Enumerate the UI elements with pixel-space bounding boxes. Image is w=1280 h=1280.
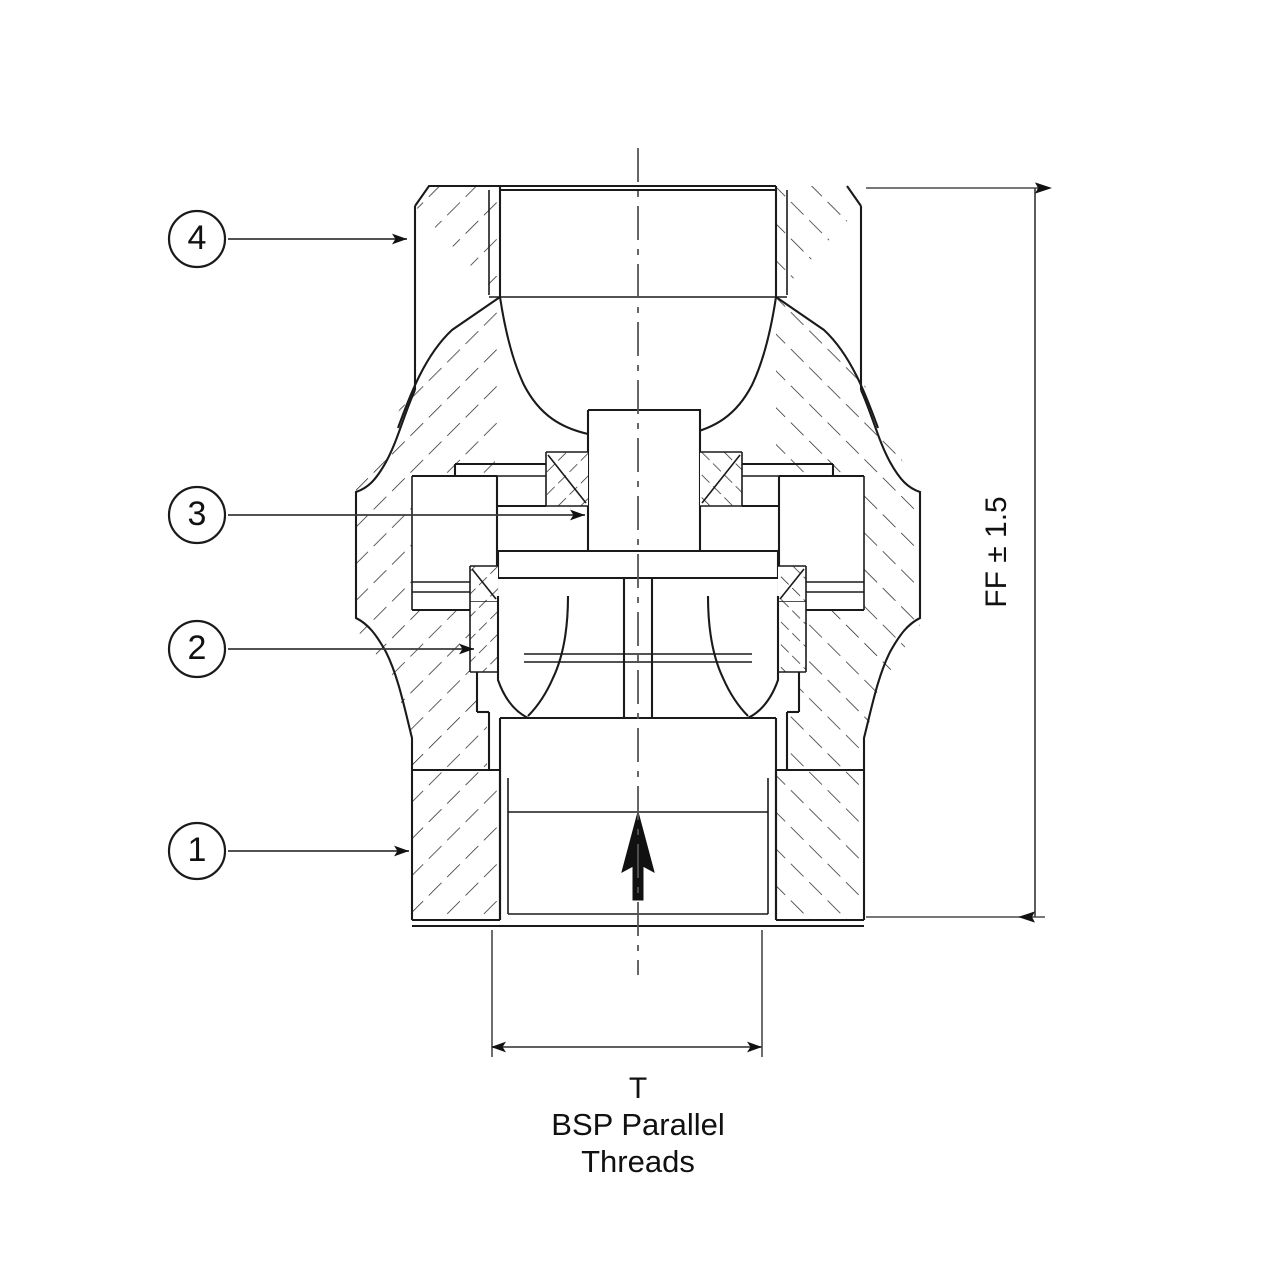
balloon-circle-1[interactable] (167, 821, 227, 881)
face-to-face-dimension: FF ± 1.5 (866, 182, 1052, 923)
balloon-label-4: 4 (188, 219, 207, 257)
thread-size-dimension-label: T (629, 1072, 647, 1105)
thread-type-note: BSP Parallel Threads (551, 1107, 724, 1179)
balloon-label-3: 3 (188, 495, 207, 533)
thread-note-line-1: BSP Parallel (551, 1107, 724, 1142)
valve-body-left-section (356, 186, 500, 920)
balloon-3[interactable]: 3 (167, 485, 585, 545)
balloon-circle-2[interactable] (167, 619, 227, 679)
balloon-2[interactable]: 2 (167, 619, 474, 679)
body-outline-right (767, 185, 922, 922)
valve-body-right-section (776, 186, 920, 920)
balloon-label-2: 2 (188, 629, 207, 667)
thread-note-line-2: Threads (581, 1144, 695, 1179)
balloon-circle-4[interactable] (167, 209, 227, 269)
face-to-face-dimension-label: FF ± 1.5 (980, 496, 1013, 608)
balloon-1[interactable]: 1 (167, 821, 409, 881)
balloon-circle-3[interactable] (167, 485, 227, 545)
balloon-4[interactable]: 4 (167, 209, 407, 269)
thread-size-dimension: T (491, 930, 763, 1105)
valve-disc-seat-assembly (412, 549, 864, 720)
valve-stem-assembly (453, 408, 835, 553)
balloon-label-1: 1 (188, 831, 207, 869)
